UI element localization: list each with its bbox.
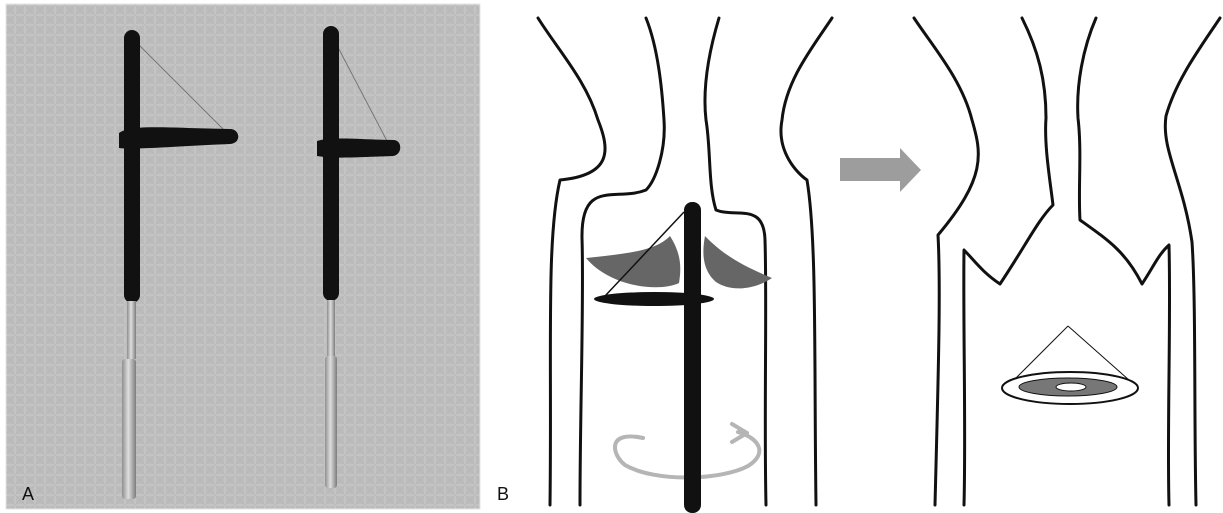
- right-instrument-blade: [325, 356, 337, 488]
- after-left-inner-wall: [964, 18, 1053, 505]
- panel-b-label: B: [497, 485, 509, 503]
- left-instrument-neck: [127, 301, 136, 359]
- anatomical-schematic: [486, 0, 1223, 513]
- left-tissue-flap: [586, 236, 680, 287]
- left-instrument-blade: [122, 359, 136, 499]
- instrument-shaft: [684, 202, 701, 513]
- after-procedure-outline: [914, 18, 1220, 505]
- panel-b-diagram: B: [486, 0, 1223, 513]
- left-instrument-handle: [124, 30, 140, 303]
- right-instrument-neck: [327, 300, 335, 356]
- procedure-direction-arrow: [840, 148, 921, 192]
- right-outer-wall: [781, 18, 832, 505]
- after-right-inner-wall: [1078, 18, 1170, 505]
- after-left-outer-wall: [914, 18, 978, 505]
- right-tissue-flap: [703, 236, 772, 288]
- surgical-instrument-photo: [0, 0, 486, 513]
- panel-a-photograph: A: [0, 0, 486, 513]
- right-instrument-crossbar: [317, 138, 400, 157]
- after-right-outer-wall: [1165, 18, 1220, 505]
- instrument-crossbar: [594, 292, 714, 306]
- ring-center-hole: [1056, 383, 1086, 391]
- right-instrument-handle: [323, 26, 339, 301]
- gauze-background: [6, 4, 480, 509]
- detached-tissue-ring: [1002, 326, 1138, 404]
- tissue-flaps: [586, 236, 772, 288]
- panel-a-label: A: [22, 485, 34, 503]
